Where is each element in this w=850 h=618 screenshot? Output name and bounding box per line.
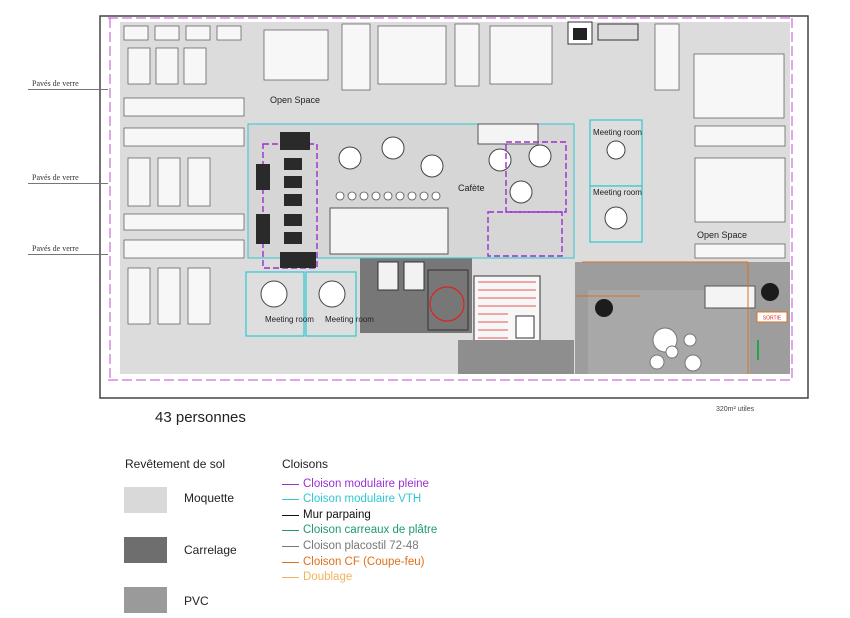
side-label-3: Pavés de verre <box>32 244 79 253</box>
cafeteria-counter <box>329 207 449 255</box>
label-moquette: Moquette <box>184 491 235 505</box>
floor-plan: SORTIE Open Space Open Space Cafète Meet… <box>99 15 809 399</box>
swatch-carrelage <box>124 537 167 563</box>
partition-swatch <box>282 576 299 578</box>
meeting-tables <box>260 140 628 308</box>
restroom-stall-b <box>403 261 425 291</box>
open-space-top-label: Open Space <box>270 95 320 105</box>
meeting-room-3-label: Meeting room <box>593 128 642 137</box>
modular-wall-outer <box>108 17 793 381</box>
fire-partitions <box>575 261 749 374</box>
exit-sign-text: SORTIE <box>763 316 782 322</box>
label-carrelage: Carrelage <box>184 543 237 557</box>
swatch-pvc <box>124 587 167 613</box>
stair-steps <box>478 281 536 339</box>
elevator <box>515 315 535 339</box>
restroom-accessible <box>427 269 469 331</box>
bar-stools <box>335 191 441 201</box>
cafeteria-label: Cafète <box>458 183 485 193</box>
partition-row: Cloison modulaire pleine <box>282 477 429 491</box>
meeting-room-2-label: Meeting room <box>325 315 374 324</box>
partition-label: Doublage <box>303 571 353 583</box>
phone-box <box>567 21 639 45</box>
area-label: 320m² utiles <box>716 406 755 413</box>
side-leader-2 <box>28 183 108 184</box>
open-space-right-label: Open Space <box>697 230 747 240</box>
partition-swatch <box>282 545 299 547</box>
partition-label: Cloison modulaire VTH <box>303 493 422 505</box>
floor-legend-title: Revêtement de sol <box>125 457 226 471</box>
kitchen-block <box>477 123 539 145</box>
meeting-room-1-label: Meeting room <box>265 315 314 324</box>
swatch-moquette <box>124 487 167 513</box>
partition-label: Cloison carreaux de plâtre <box>303 524 438 536</box>
meeting-room-4-label: Meeting room <box>593 188 642 197</box>
partition-swatch <box>282 561 299 563</box>
accessible-wc-circle <box>429 286 465 322</box>
label-pvc: PVC <box>184 594 209 608</box>
side-label-1: Pavés de verre <box>32 79 79 88</box>
phone-booths <box>256 132 316 268</box>
partition-label: Mur parpaing <box>303 509 371 521</box>
partition-legend-title: Cloisons <box>282 457 329 471</box>
partition-swatch <box>282 529 299 531</box>
desk-clusters <box>123 23 786 325</box>
side-leader-3 <box>28 254 108 255</box>
exit-sign <box>756 311 788 323</box>
partition-row: Cloison CF (Coupe-feu) <box>282 555 424 569</box>
partition-label: Cloison placostil 72-48 <box>303 540 419 552</box>
partition-label: Cloison CF (Coupe-feu) <box>303 556 425 568</box>
partition-swatch <box>282 514 299 516</box>
partition-row: Cloison carreaux de plâtre <box>282 523 437 537</box>
partition-row: Cloison modulaire VTH <box>282 492 421 506</box>
side-label-2: Pavés de verre <box>32 173 79 182</box>
cafe-tables <box>338 136 552 204</box>
carrelage-desk <box>704 285 756 309</box>
partition-swatch <box>282 483 299 485</box>
side-leader-1 <box>28 89 108 90</box>
partition-label: Cloison modulaire pleine <box>303 478 429 490</box>
capacity-label: 43 personnes <box>155 409 246 426</box>
partition-row: Mur parpaing <box>282 508 371 522</box>
partition-swatch <box>282 498 299 500</box>
plants <box>595 283 779 317</box>
partition-row: Doublage <box>282 570 352 584</box>
hall-floor <box>458 340 574 374</box>
restroom-stall-a <box>377 261 399 291</box>
partition-row: Cloison placostil 72-48 <box>282 539 419 553</box>
lounge-tables <box>649 327 702 372</box>
